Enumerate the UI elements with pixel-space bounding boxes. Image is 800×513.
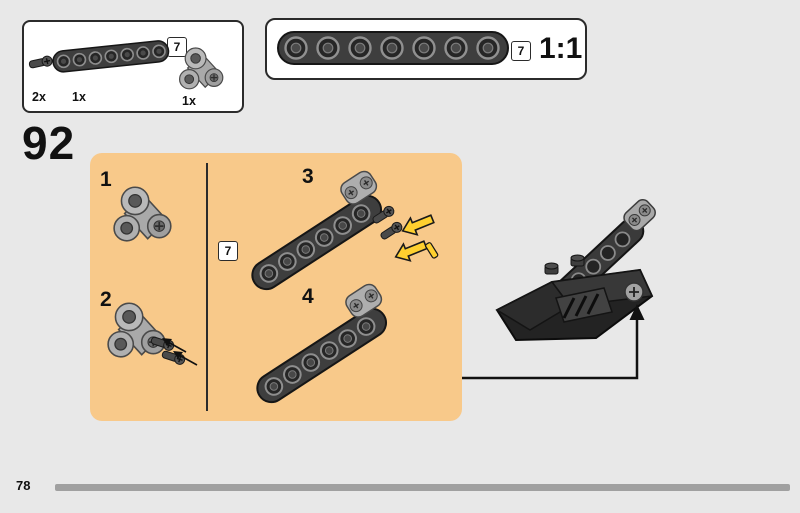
parts-callout-box: 2x 1x 1x 7 xyxy=(22,20,244,113)
step-number: 92 xyxy=(22,117,76,169)
beam-length-badge: 7 xyxy=(167,37,187,57)
actual-size-box: 7 1:1 xyxy=(265,18,587,80)
page-number: 78 xyxy=(16,478,31,493)
substep-divider xyxy=(206,163,208,411)
part-count: 1x xyxy=(72,90,86,104)
attach-guide-arrow xyxy=(462,304,645,380)
part-count: 2x xyxy=(32,90,46,104)
assembled-model-icon xyxy=(495,199,656,342)
part-count: 1x xyxy=(182,94,196,108)
scale-ratio-label: 1:1 xyxy=(539,32,583,65)
beam-length-label: 7 xyxy=(517,44,525,58)
substep-number-2: 2 xyxy=(100,288,112,311)
substep-number-1: 1 xyxy=(100,168,112,191)
beam-length-label: 7 xyxy=(224,244,232,258)
beam-length-badge: 7 xyxy=(218,241,238,261)
substep-panel: 1 2 3 4 7 xyxy=(90,153,462,421)
substep-number-3: 3 xyxy=(302,165,314,188)
beam-length-badge: 7 xyxy=(511,41,531,61)
beam-length-label: 7 xyxy=(173,40,181,54)
footer-bar xyxy=(55,484,790,491)
substep-number-4: 4 xyxy=(302,285,314,308)
